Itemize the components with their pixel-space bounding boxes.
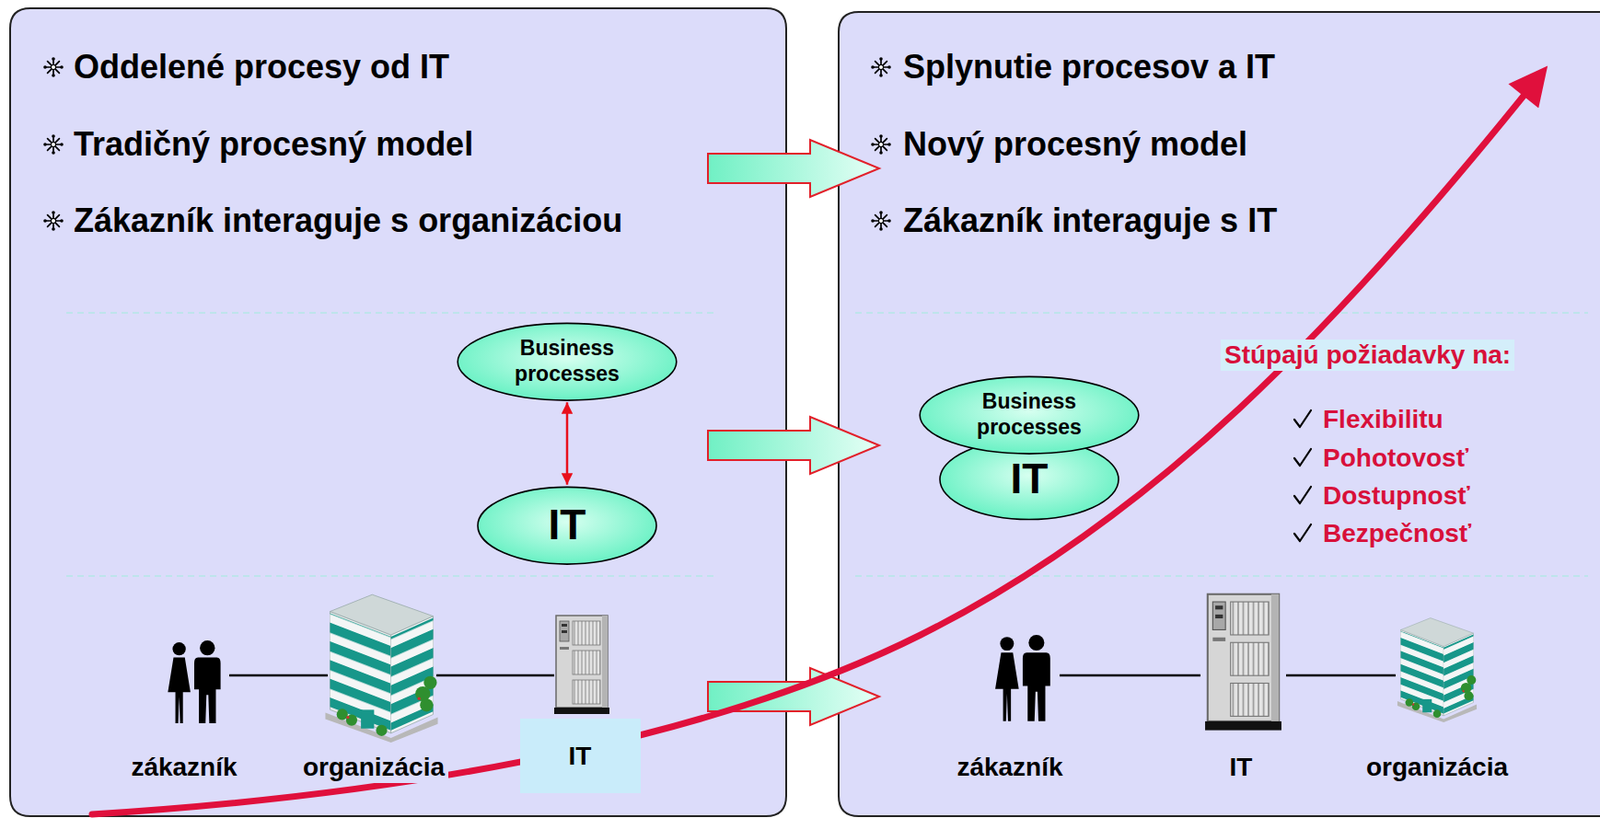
bullet-text: Tradičný procesný model bbox=[73, 124, 474, 164]
requirement-item: Pohotovosť bbox=[1319, 442, 1473, 475]
bullet-text: Splynutie procesov a IT bbox=[903, 46, 1276, 87]
customer-icon bbox=[995, 635, 1051, 722]
server-icon bbox=[1205, 594, 1282, 731]
shape-text: Business processes bbox=[493, 336, 641, 387]
rising-demand-curve bbox=[92, 81, 1536, 815]
connectors bbox=[567, 402, 569, 486]
process-ellipse: Business processes bbox=[918, 376, 1140, 455]
server-icon bbox=[554, 615, 610, 715]
shape-text: IT bbox=[1010, 453, 1049, 505]
transition-arrows bbox=[707, 139, 880, 726]
process-ellipse: Business processes bbox=[456, 323, 678, 402]
shape-text: Business processes bbox=[955, 389, 1103, 441]
left-panel-ground bbox=[10, 8, 787, 817]
check-marks bbox=[1294, 410, 1311, 542]
it-ellipse: IT bbox=[476, 486, 658, 566]
process-panel: Splynutie procesov a IT Nový procesný mod… bbox=[838, 11, 1600, 817]
icon-caption: zákazník bbox=[127, 752, 241, 784]
icon-caption: zákazník bbox=[952, 752, 1067, 784]
requirement-item: Flexibilitu bbox=[1319, 404, 1448, 436]
requirement-item: Bezpečnosť bbox=[1319, 518, 1475, 550]
icon-caption: organizácia bbox=[1362, 752, 1512, 784]
icons bbox=[167, 594, 1477, 743]
requirements-heading: Stúpajú požiadavky na: bbox=[1220, 339, 1515, 372]
organization-icon bbox=[324, 594, 438, 743]
icon-caption: IT bbox=[565, 741, 596, 773]
right-panel-ground bbox=[838, 11, 1600, 817]
separator-lines bbox=[66, 313, 1589, 577]
organization-icon bbox=[1397, 618, 1477, 723]
icon-caption: organizácia bbox=[299, 752, 449, 784]
shape-text: IT bbox=[548, 499, 587, 551]
process-panel: Oddelené procesy od IT Tradičný procesný … bbox=[10, 8, 787, 817]
connector-arrow bbox=[566, 402, 569, 486]
bullet-text: Zákazník interaguje s organizáciou bbox=[73, 200, 623, 241]
icon-caption: IT bbox=[1226, 752, 1257, 784]
bullet-text: Nový procesný model bbox=[903, 124, 1248, 164]
customer-icon bbox=[167, 640, 221, 724]
bullet-text: Zákazník interaguje s IT bbox=[903, 200, 1277, 241]
it-label-patch bbox=[520, 718, 641, 794]
bullet-text: Oddelené procesy od IT bbox=[73, 46, 450, 87]
requirement-item: Dostupnosť bbox=[1319, 480, 1474, 512]
